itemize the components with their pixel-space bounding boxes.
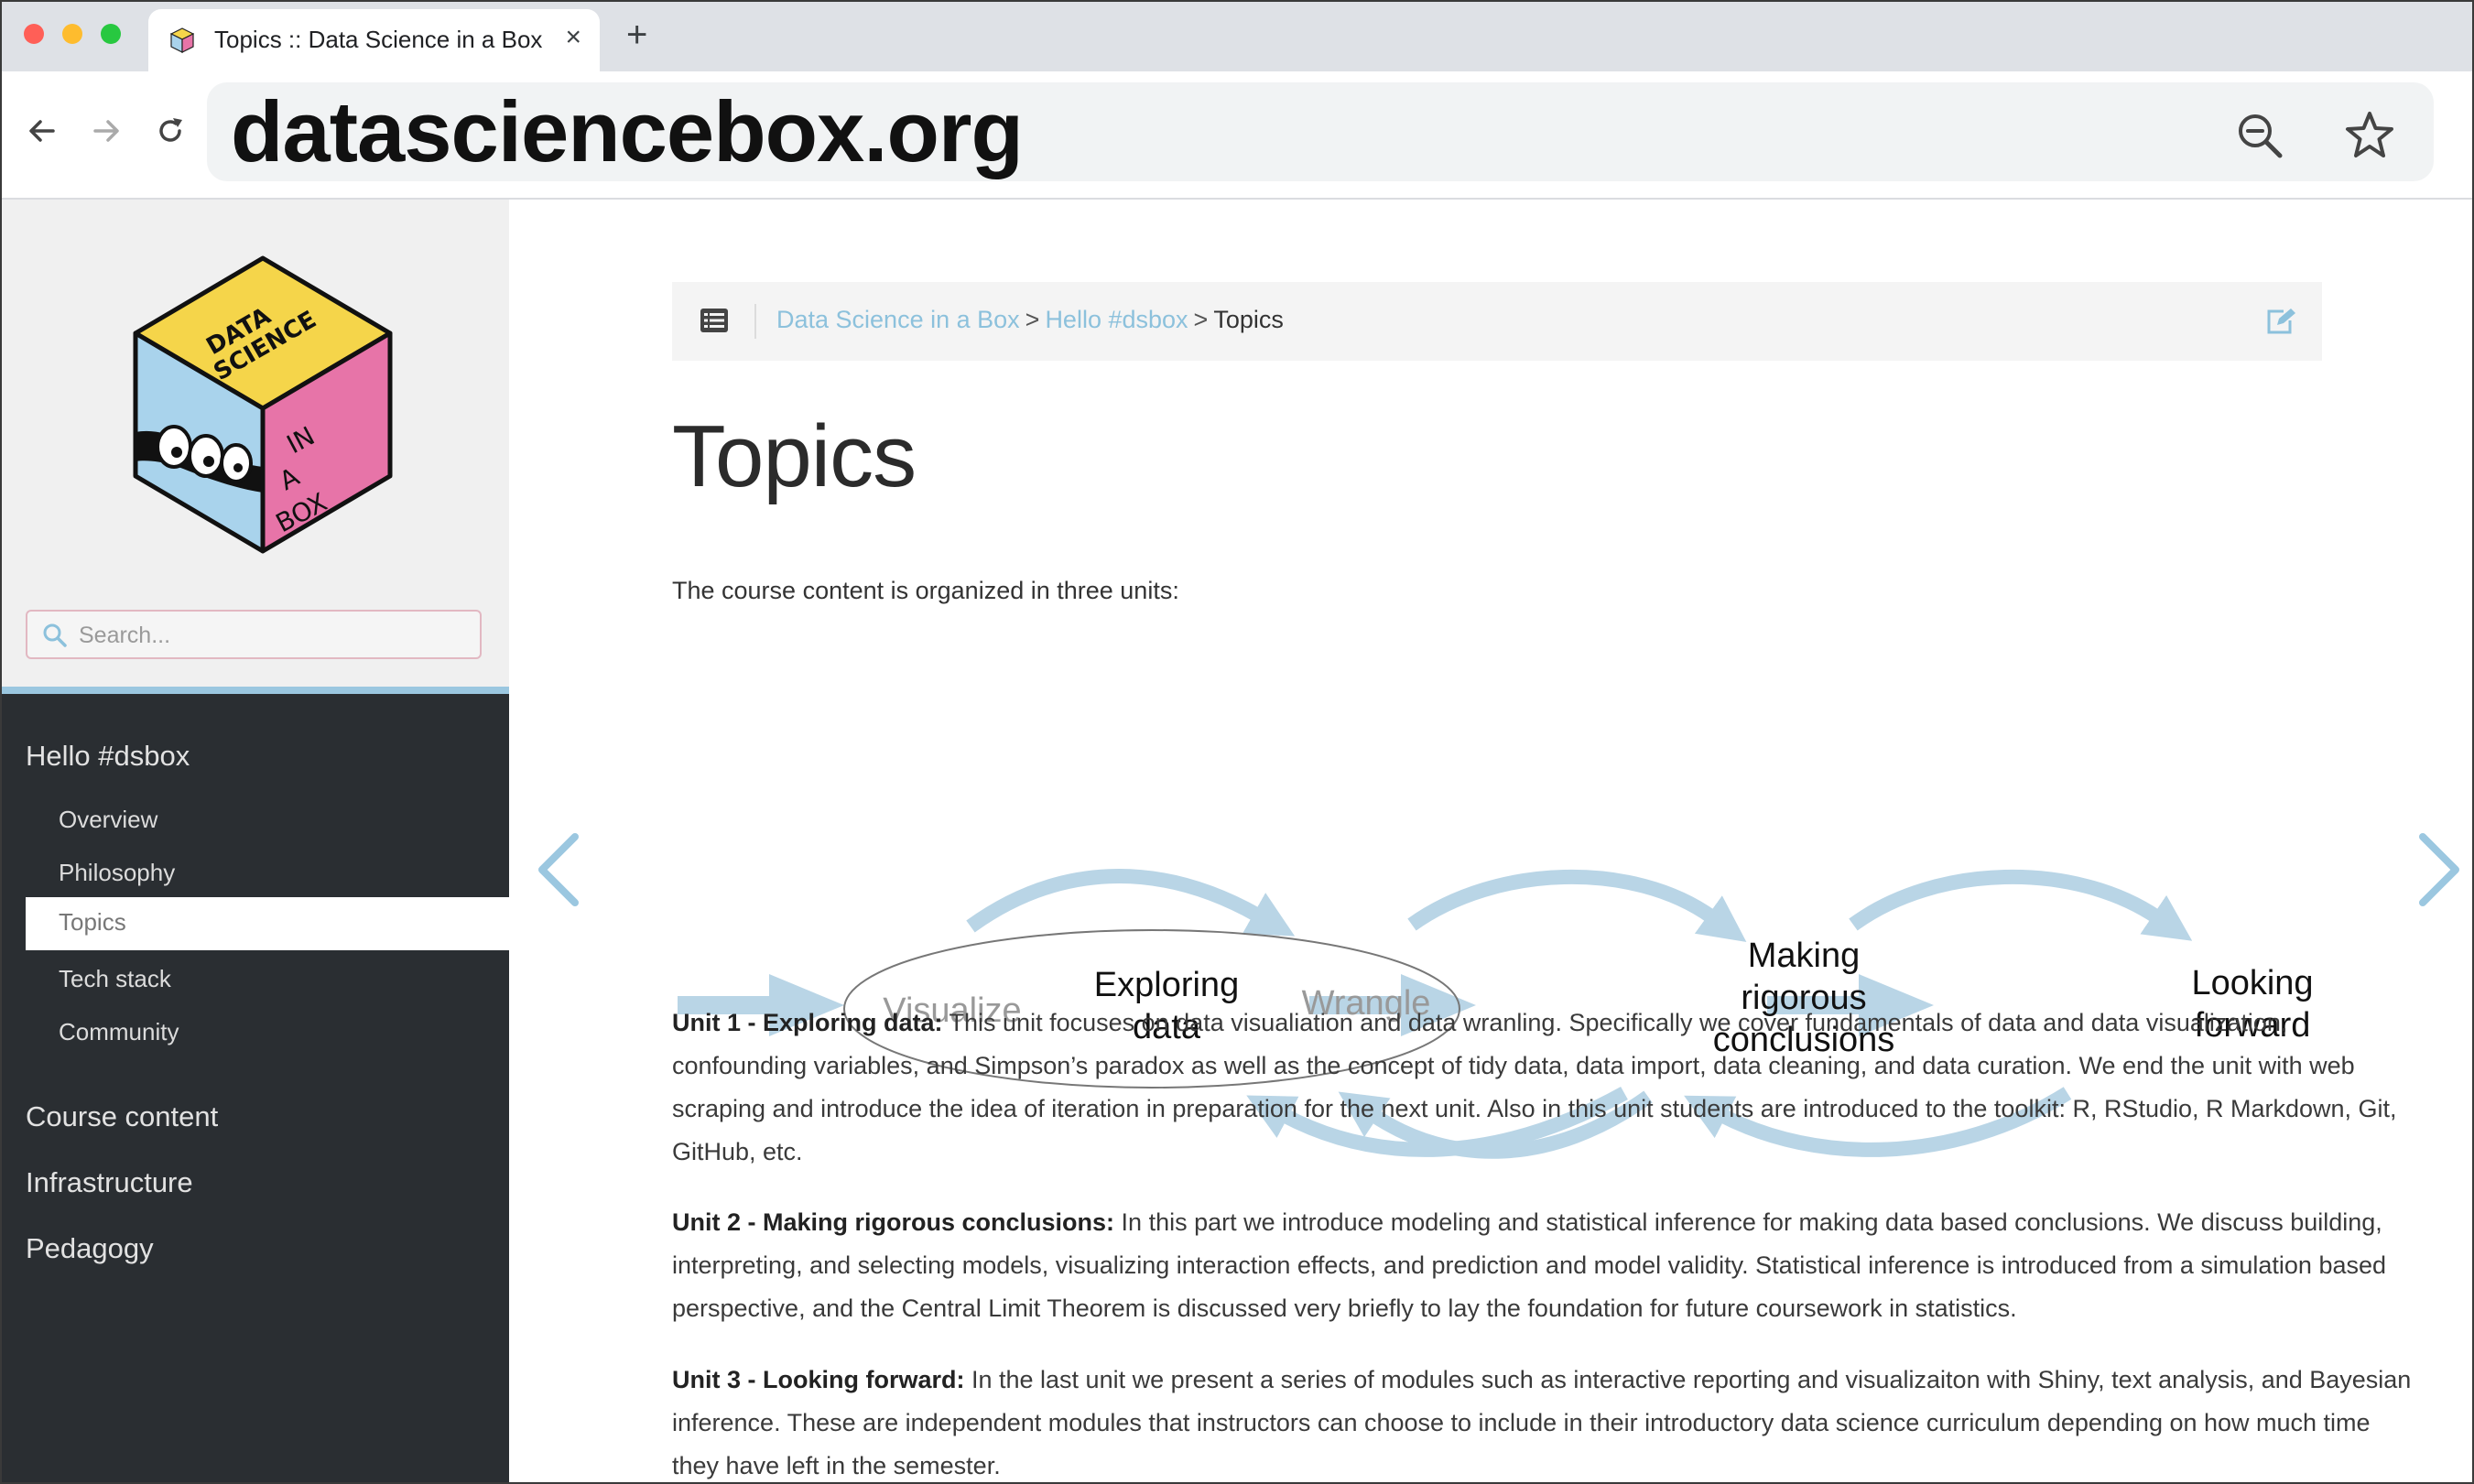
page-title: Topics bbox=[672, 407, 917, 505]
diagram-label-conclusions: conclusions bbox=[1713, 1021, 1895, 1059]
diagram-label-exploring: Exploring bbox=[1094, 966, 1239, 1004]
sidebar-item-label: Topics bbox=[59, 908, 126, 936]
unit-3-text: In the last unit we present a series of … bbox=[672, 1366, 2412, 1479]
back-arrow-icon[interactable] bbox=[26, 114, 59, 152]
zoom-out-icon[interactable] bbox=[2234, 110, 2285, 166]
sidebar-section-pedagogy[interactable]: Pedagogy bbox=[26, 1232, 154, 1264]
sidebar: DATA SCIENCE IN A BOX Hello #dsbox Overv… bbox=[2, 200, 509, 1482]
logo[interactable]: DATA SCIENCE IN A BOX bbox=[128, 253, 403, 563]
diagram-label-visualize: Visualize bbox=[883, 991, 1021, 1030]
address-bar[interactable]: datasciencebox.org bbox=[207, 82, 2434, 181]
breadcrumb: Data Science in a Box>Hello #dsbox>Topic… bbox=[776, 306, 1284, 334]
breadcrumb-separator: > bbox=[1025, 306, 1040, 333]
sidebar-item-tech-stack[interactable]: Tech stack bbox=[59, 965, 171, 992]
unit-2-paragraph: Unit 2 - Making rigorous conclusions: In… bbox=[672, 1201, 2412, 1330]
breadcrumb-current: Topics bbox=[1213, 306, 1284, 333]
bookmark-star-icon[interactable] bbox=[2344, 110, 2395, 166]
cube-favicon-icon bbox=[169, 27, 195, 58]
sidebar-header: DATA SCIENCE IN A BOX bbox=[2, 200, 509, 687]
navigation-bar: datasciencebox.org bbox=[2, 71, 2472, 200]
new-tab-button[interactable]: + bbox=[626, 15, 648, 55]
unit-1-heading: Unit 1 - Exploring data: bbox=[672, 1009, 943, 1036]
course-units-diagram: Visualize Exploring data Wrangle Making … bbox=[672, 630, 2338, 1165]
maximize-window-button[interactable] bbox=[101, 24, 121, 44]
close-window-button[interactable] bbox=[24, 24, 44, 44]
unit-2-text: In this part we introduce modeling and s… bbox=[672, 1208, 2387, 1322]
straight-arrows bbox=[678, 974, 1934, 1036]
breadcrumb-separator: > bbox=[1193, 306, 1209, 333]
unit-1-paragraph: Unit 1 - Exploring data: This unit focus… bbox=[672, 1002, 2412, 1174]
unit-2-heading: Unit 2 - Making rigorous conclusions: bbox=[672, 1208, 1115, 1236]
unit-1-text: This unit focuses on data visualiation a… bbox=[672, 1009, 2397, 1165]
tab-close-button[interactable]: × bbox=[565, 22, 581, 52]
topbar-divider bbox=[754, 304, 756, 339]
unit-3-heading: Unit 3 - Looking forward: bbox=[672, 1366, 965, 1393]
search-box[interactable] bbox=[26, 610, 482, 659]
topbar: Data Science in a Box>Hello #dsbox>Topic… bbox=[672, 282, 2322, 361]
diagram-label-data: data bbox=[1133, 1008, 1201, 1046]
browser-tab[interactable]: Topics :: Data Science in a Box × bbox=[148, 9, 600, 71]
tab-title: Topics :: Data Science in a Box bbox=[214, 26, 543, 53]
sidebar-item-community[interactable]: Community bbox=[59, 1018, 179, 1045]
next-page-chevron-icon[interactable] bbox=[2415, 831, 2463, 913]
exploring-data-ellipse bbox=[843, 929, 1460, 1089]
breadcrumb-link-home[interactable]: Data Science in a Box bbox=[776, 306, 1020, 333]
reload-icon[interactable] bbox=[154, 114, 187, 152]
sidebar-section-infrastructure[interactable]: Infrastructure bbox=[26, 1166, 193, 1198]
edit-page-icon[interactable] bbox=[2265, 308, 2296, 340]
search-input[interactable] bbox=[77, 619, 465, 652]
diagram-label-looking: Looking bbox=[2191, 964, 2313, 1002]
sidebar-accent-bar bbox=[2, 687, 509, 694]
toc-list-icon[interactable] bbox=[700, 308, 729, 338]
sidebar-section-hello-dsbox[interactable]: Hello #dsbox bbox=[26, 740, 190, 772]
main-content: Data Science in a Box>Hello #dsbox>Topic… bbox=[509, 200, 2472, 1482]
unit-3-paragraph: Unit 3 - Looking forward: In the last un… bbox=[672, 1359, 2412, 1482]
search-icon bbox=[42, 623, 68, 653]
tab-strip: Topics :: Data Science in a Box × + bbox=[2, 2, 2472, 71]
curved-arrows bbox=[966, 869, 2193, 1159]
diagram-label-making: Making bbox=[1748, 937, 1861, 975]
sidebar-item-philosophy[interactable]: Philosophy bbox=[59, 859, 176, 886]
previous-page-chevron-icon[interactable] bbox=[535, 831, 582, 913]
forward-arrow-icon[interactable] bbox=[90, 114, 123, 152]
sidebar-item-topics[interactable]: Topics bbox=[26, 897, 509, 950]
diagram-label-forward: forward bbox=[2195, 1006, 2311, 1045]
intro-text: The course content is organized in three… bbox=[672, 577, 1179, 604]
breadcrumb-link-hello[interactable]: Hello #dsbox bbox=[1045, 306, 1188, 333]
diagram-label-rigorous: rigorous bbox=[1741, 979, 1866, 1017]
minimize-window-button[interactable] bbox=[62, 24, 82, 44]
sidebar-item-overview[interactable]: Overview bbox=[59, 806, 158, 833]
url-text[interactable]: datasciencebox.org bbox=[231, 83, 1024, 179]
sidebar-section-course-content[interactable]: Course content bbox=[26, 1100, 219, 1132]
diagram-label-wrangle: Wrangle bbox=[1302, 984, 1431, 1023]
